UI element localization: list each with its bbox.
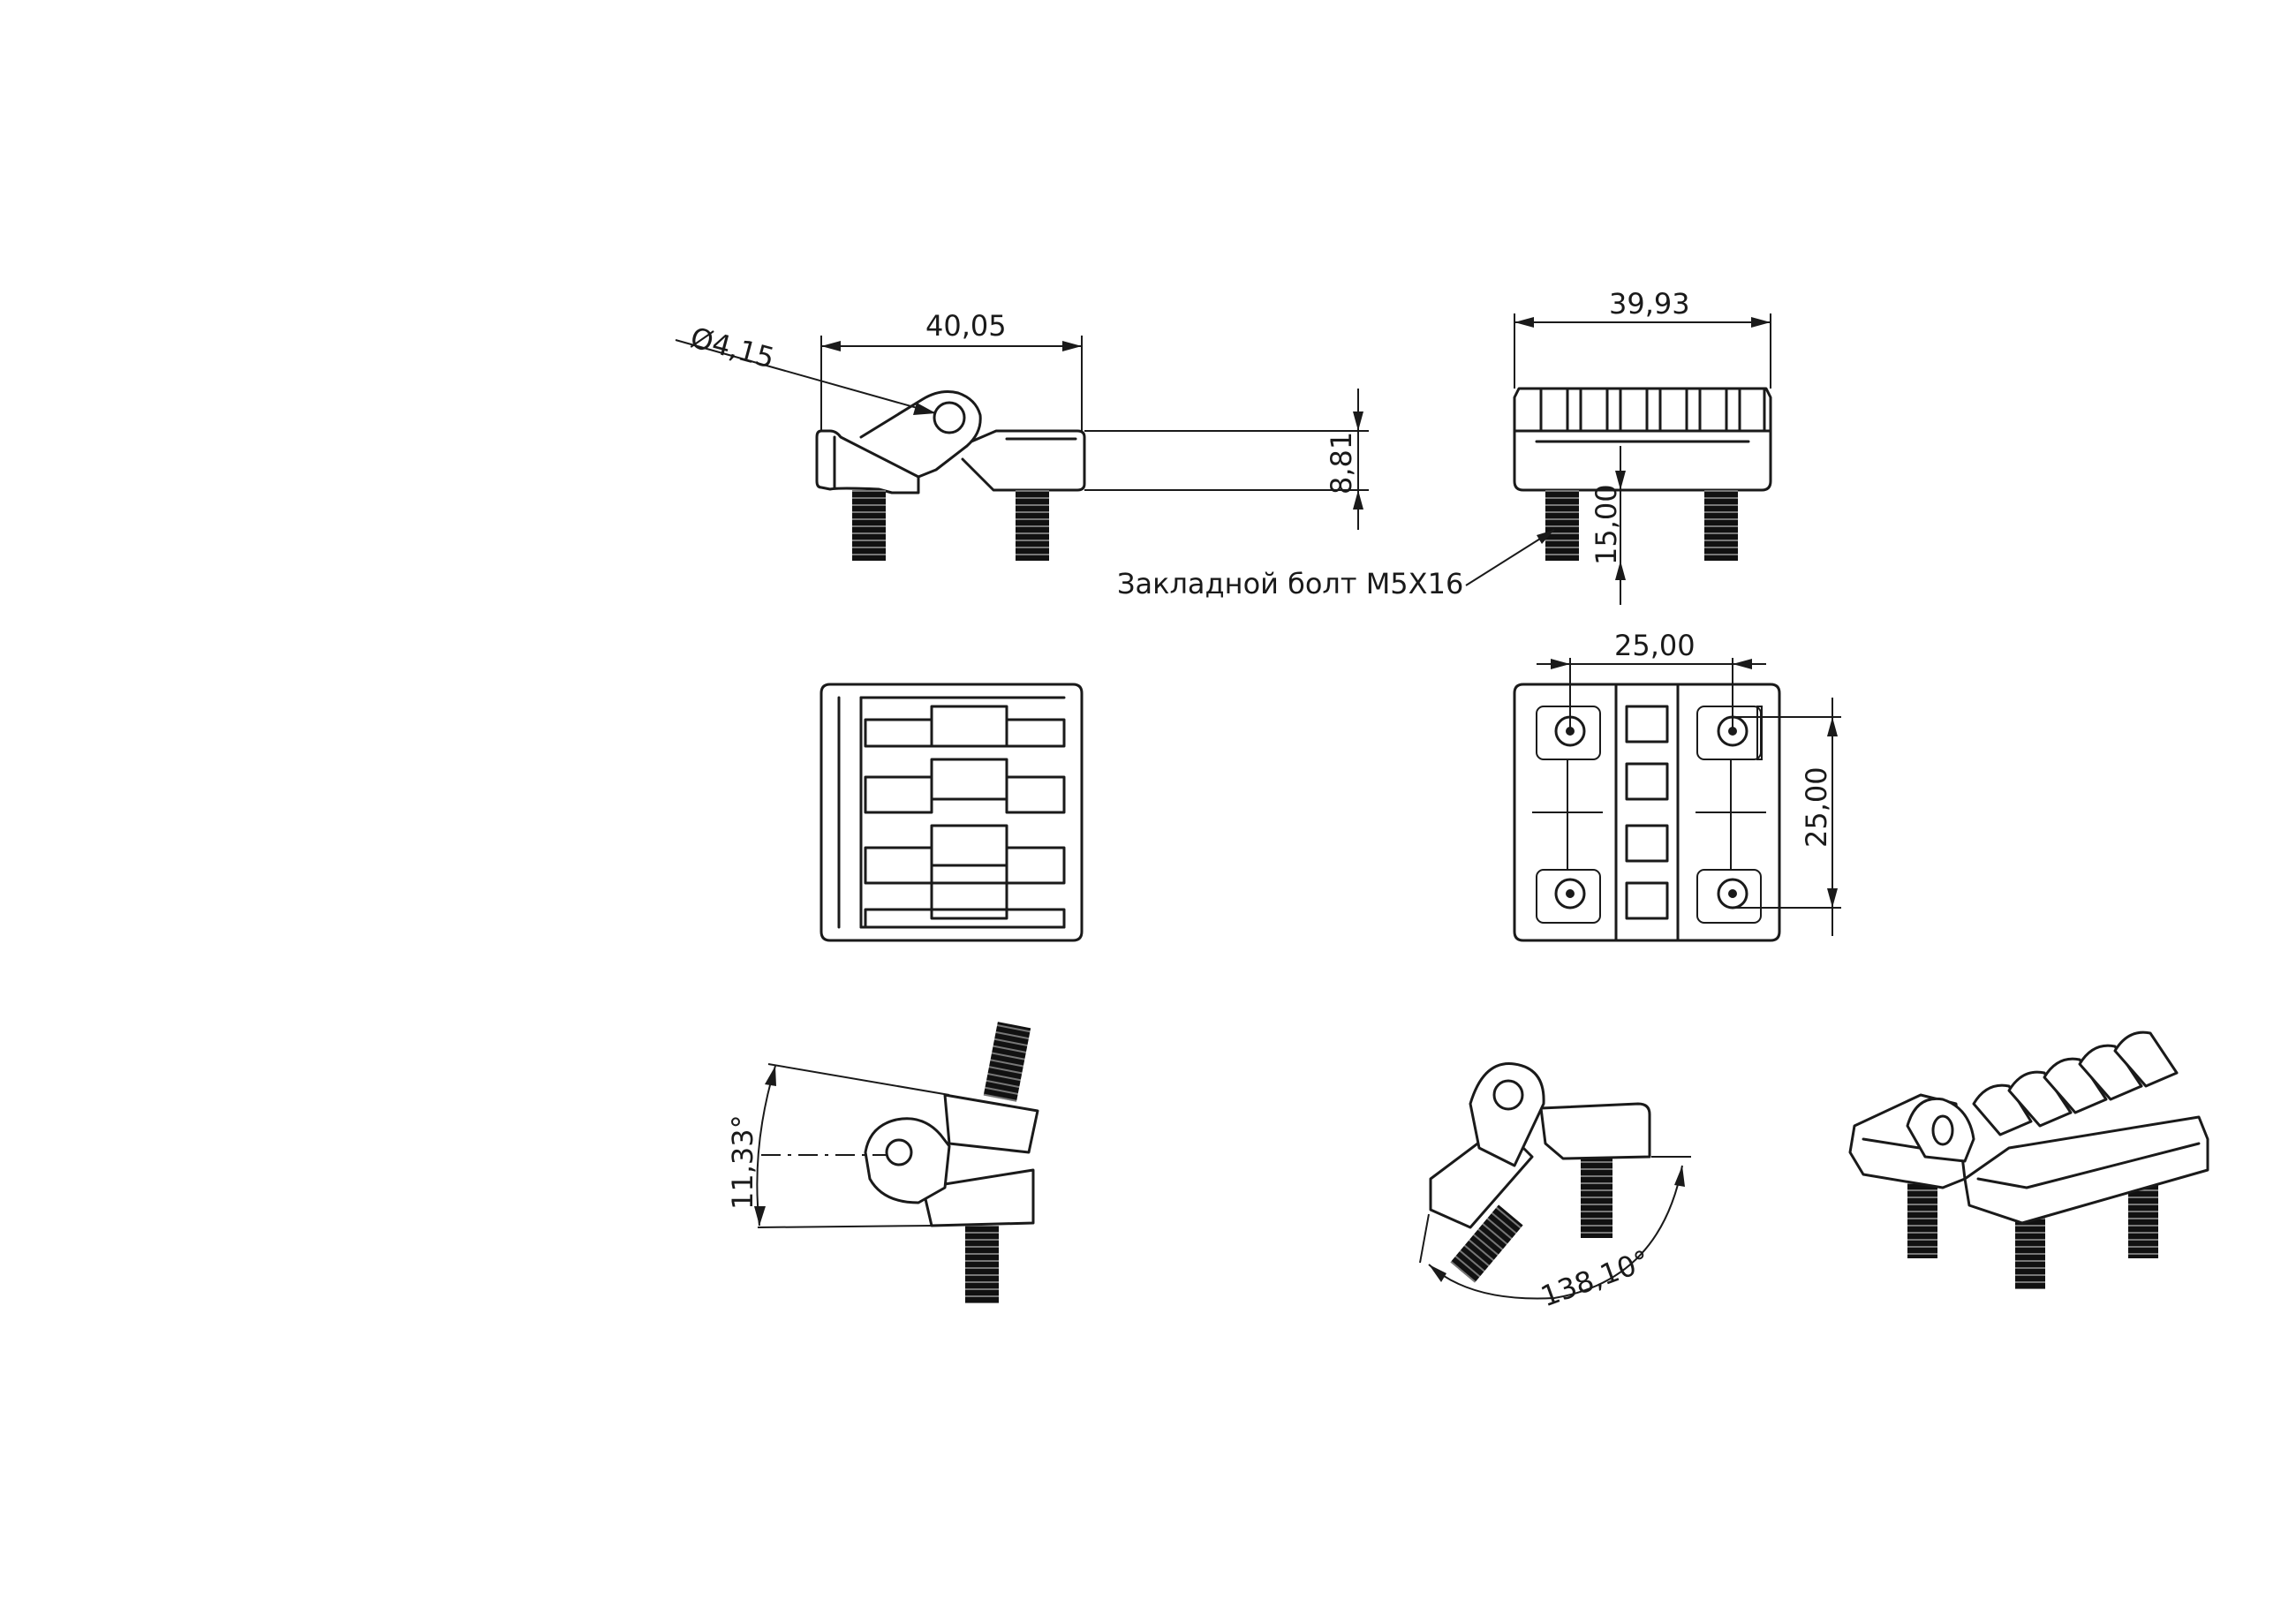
open-hinge-view: 138,10° — [1419, 1062, 1691, 1314]
dim-front-width: 39,93 — [1609, 287, 1690, 321]
dim-side-width: 40,05 — [925, 309, 1007, 343]
bolt-right — [1016, 490, 1049, 561]
side-view: Ø4,15 40,05 8,81 — [675, 309, 1369, 561]
dim-bolt-length: 15,00 — [1590, 484, 1623, 565]
dim-hole-diameter: Ø4,15 — [687, 321, 778, 375]
dim-hole-spacing-x: 25,00 — [1614, 629, 1696, 662]
angled-side-view: 11,33° — [726, 1022, 1039, 1303]
top-view — [819, 683, 1084, 942]
bolt-left — [852, 490, 886, 561]
bolt-left — [1545, 490, 1579, 561]
dim-angle-small: 11,33° — [726, 1114, 759, 1210]
dim-side-height: 8,81 — [1325, 432, 1358, 494]
isometric-view — [1848, 1030, 2209, 1289]
bottom-view: 25,00 25,00 — [1513, 629, 1841, 942]
dim-angle-open: 138,10° — [1537, 1243, 1654, 1313]
bolt-iso-1 — [1907, 1183, 1937, 1258]
bolt-upper — [983, 1022, 1031, 1102]
bolt-label: Закладной болт M5X16 — [1117, 567, 1463, 600]
bolt-right — [1704, 490, 1738, 561]
front-view: 39,93 15,00 Закладной болт M5X16 — [1117, 287, 1772, 605]
bolt-left — [1450, 1204, 1523, 1283]
bolt-iso-3 — [2128, 1183, 2158, 1258]
bolt-lower — [965, 1226, 999, 1303]
bolt-iso-2 — [2015, 1214, 2045, 1289]
bolt-right — [1581, 1159, 1612, 1238]
dim-hole-spacing-y: 25,00 — [1800, 766, 1833, 848]
